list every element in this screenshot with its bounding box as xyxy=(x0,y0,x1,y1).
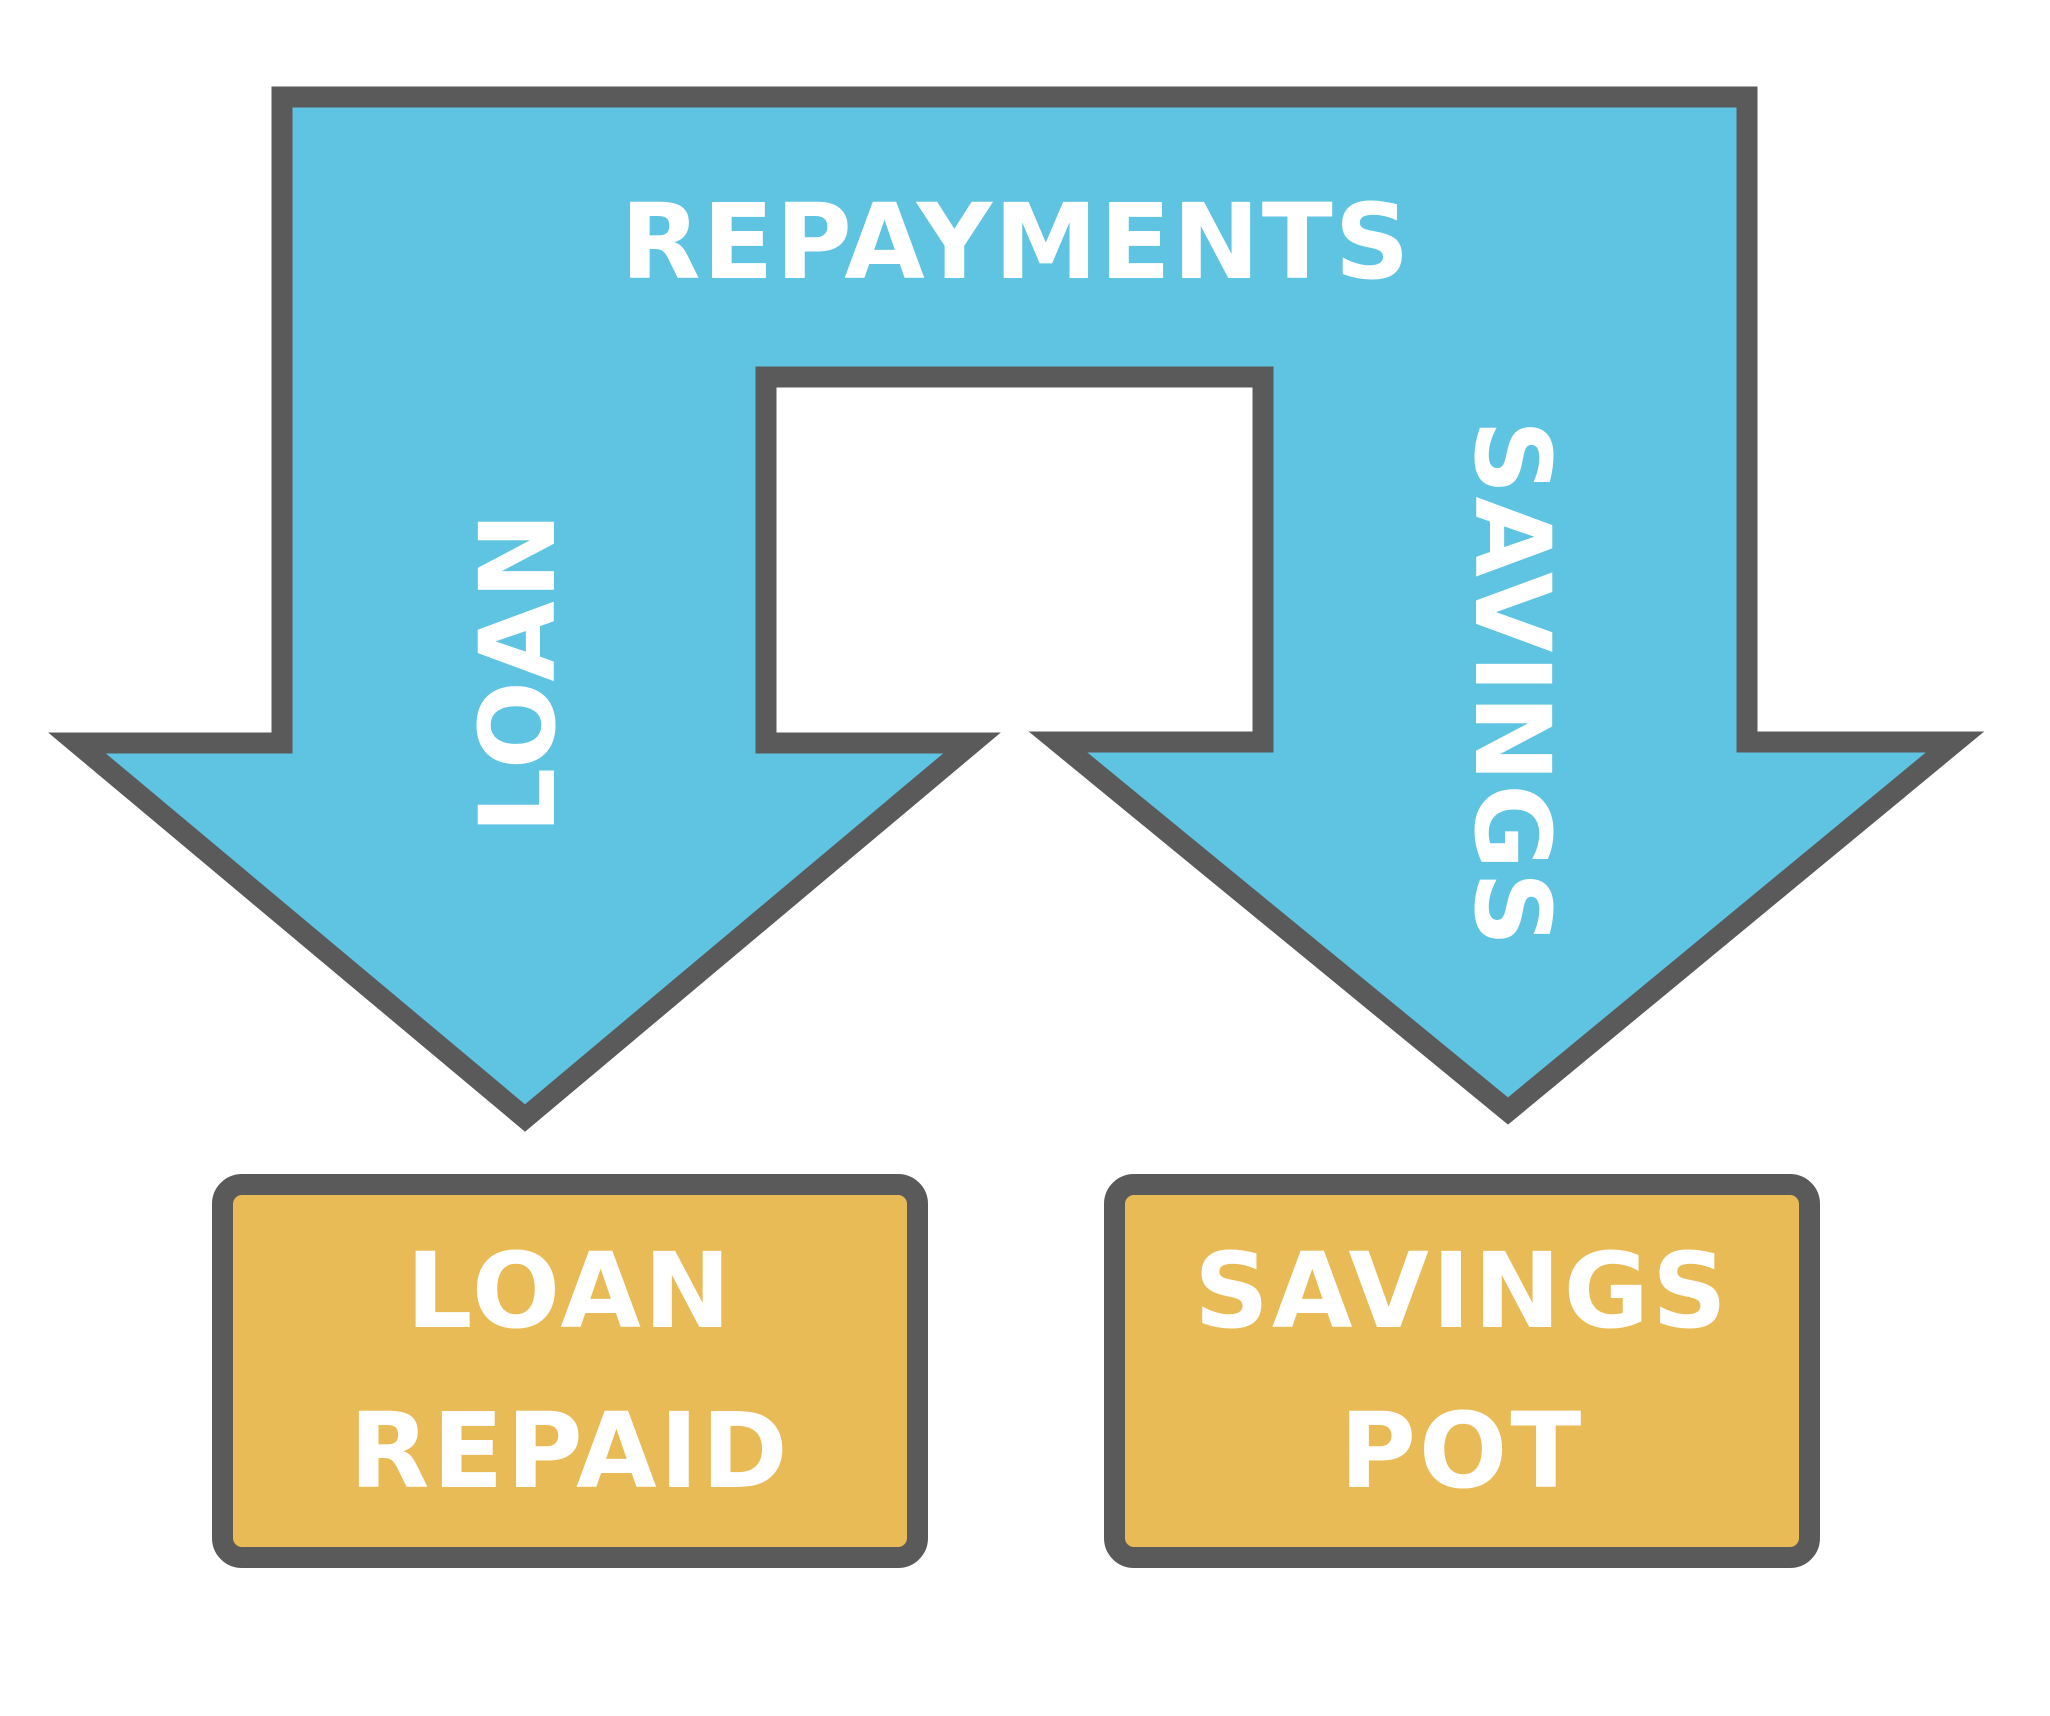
loan-repaid-box: LOAN REPAID xyxy=(212,1174,928,1568)
loan-repaid-line1: LOAN xyxy=(406,1230,734,1352)
loan-repaid-line2: REPAID xyxy=(349,1390,791,1512)
loan-label: LOAN xyxy=(457,510,579,834)
repayments-label: REPAYMENTS xyxy=(620,181,1412,303)
savings-label: SAVINGS xyxy=(1451,419,1573,949)
split-arrow-shape xyxy=(48,86,1985,1132)
savings-pot-box: SAVINGS POT xyxy=(1104,1174,1820,1568)
savings-pot-line2: POT xyxy=(1339,1390,1585,1512)
savings-pot-line1: SAVINGS xyxy=(1194,1230,1730,1352)
